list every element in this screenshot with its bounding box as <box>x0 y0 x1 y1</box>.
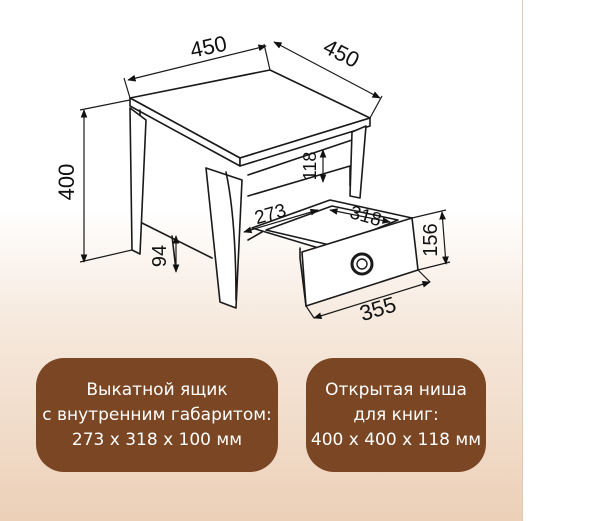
niche-card-line3: 400 х 400 х 118 мм <box>310 429 482 450</box>
tabletop <box>129 69 371 167</box>
drawer-info-card: Выкатной ящик с внутренним габаритом: 27… <box>36 358 278 472</box>
label-clearance: 94 <box>149 245 171 267</box>
label-drawer-height: 156 <box>420 223 442 256</box>
niche-card-line2: для книг: <box>353 404 439 425</box>
drawer-card-line1: Выкатной ящик <box>86 379 228 400</box>
dimline-drawer-height <box>439 211 449 265</box>
dimline-drawer-depth <box>243 208 319 234</box>
label-top-depth: 450 <box>319 34 363 73</box>
drawer-card-line3: 273 х 318 х 100 мм <box>71 429 243 450</box>
niche-card-line1: Открытая ниша <box>325 379 467 400</box>
dimline-top-depth <box>273 41 381 99</box>
panel-edge <box>522 0 523 521</box>
dimline-drawer-width <box>329 208 391 224</box>
dimline-drawer-front <box>313 281 431 319</box>
dimline-top-width <box>127 44 267 82</box>
drawer-card-line2: с внутренним габаритом: <box>42 404 272 425</box>
label-drawer-front: 355 <box>357 292 399 327</box>
label-height: 400 <box>54 164 79 201</box>
label-niche-height: 118 <box>300 152 320 181</box>
niche-info-card: Открытая ниша для книг: 400 х 400 х 118 … <box>306 358 486 472</box>
label-top-width: 450 <box>188 31 229 63</box>
